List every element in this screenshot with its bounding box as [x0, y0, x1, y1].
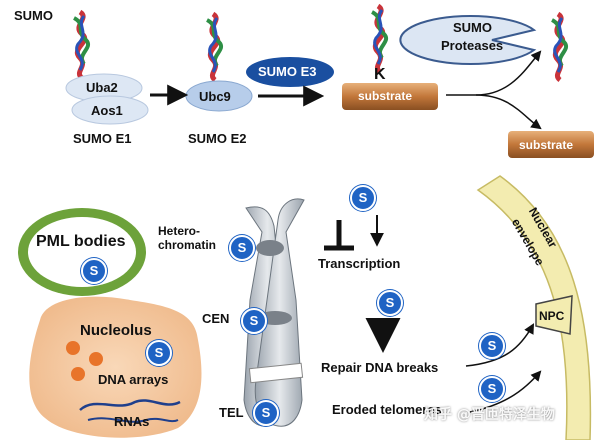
sumo-badge-icon: S: [229, 235, 255, 261]
npc-shape: [535, 295, 573, 335]
e3-label: SUMO E3: [258, 64, 317, 79]
sumo-badge-icon: S: [479, 333, 505, 359]
substrate-label: substrate: [358, 89, 413, 103]
to-free-substrate-arrow: [475, 94, 542, 130]
rnas-label: RNAs: [114, 414, 150, 429]
eroded-label: Eroded telomeres: [332, 402, 442, 417]
e2-label: Ubc9: [199, 89, 231, 104]
npc-label: NPC: [539, 309, 565, 323]
protease-line2: Proteases: [441, 38, 504, 53]
cen-label: CEN: [202, 311, 230, 326]
aos1-oval: [71, 95, 149, 125]
repair-label: Repair DNA breaks: [321, 360, 439, 375]
sumo-protein-icon: [370, 3, 388, 74]
heterochromatin-line1: Hetero-: [158, 224, 201, 238]
sumo-badge-icon: S: [350, 185, 376, 211]
sumo-protein-icon: [205, 11, 223, 82]
watermark: 知乎 @晋匝特泽生物: [424, 407, 555, 423]
sumo-badge-icon: S: [81, 258, 107, 284]
nucleolus-dot: [89, 352, 103, 366]
diagram-title: SUMO: [14, 8, 53, 23]
telomere-to-npc-arrow: [469, 370, 542, 413]
nucleolus-dot: [66, 341, 80, 355]
tel-label: TEL: [219, 405, 244, 420]
sumo-badge-icon: S: [479, 376, 505, 402]
sumo-protein-icon: [72, 9, 90, 80]
heterochromatin-line2: chromatin: [158, 238, 217, 252]
substrate-out-label: substrate: [519, 138, 574, 152]
sumo-protein-icon: [550, 11, 568, 82]
chromosome: [243, 198, 305, 427]
lysine-label: K: [374, 66, 386, 83]
e1-top-label: Uba2: [86, 80, 118, 95]
e1-bottom-label: Aos1: [91, 103, 123, 118]
protease-shape: [399, 15, 537, 65]
pml-label: PML bodies: [36, 233, 126, 250]
protease-line1: SUMO: [453, 20, 492, 35]
sumo-badge-icon: S: [241, 308, 267, 334]
rna-strand: [87, 417, 179, 423]
rna-strand: [79, 399, 181, 411]
e1-caption: SUMO E1: [73, 131, 132, 146]
nucleolus-title: Nucleolus: [80, 322, 152, 339]
sumo-badge-icon: S: [146, 340, 172, 366]
sumo-badge-icon: S: [377, 290, 403, 316]
substrate-pill: [342, 83, 438, 110]
e2-caption: SUMO E2: [188, 131, 247, 146]
e3-oval: [246, 57, 334, 87]
substrate-out-pill: [508, 131, 594, 158]
transcription-label: Transcription: [318, 256, 401, 271]
nucleolus-dot: [71, 367, 85, 381]
repair-to-npc-arrow: [465, 323, 535, 367]
dna-arrays-label: DNA arrays: [98, 372, 169, 387]
sumo-badge-icon: S: [253, 400, 279, 426]
pml-body-core: [28, 217, 136, 287]
